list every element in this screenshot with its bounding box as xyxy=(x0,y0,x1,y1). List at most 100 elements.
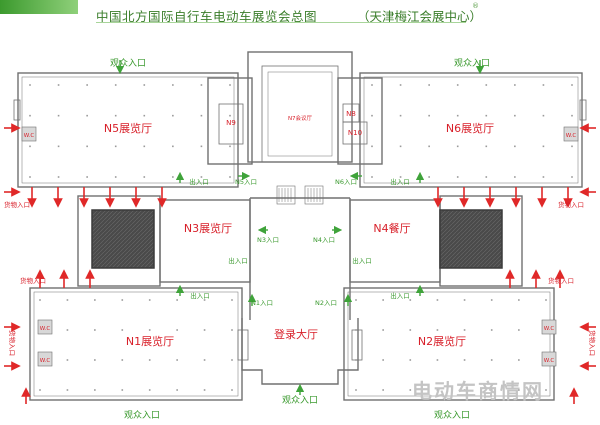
n10-room-wall xyxy=(342,121,368,145)
structural-column xyxy=(200,84,203,86)
exit-label: 出入口 xyxy=(228,256,248,265)
structural-column xyxy=(518,359,520,361)
structural-column xyxy=(114,145,117,148)
registered-mark: ® xyxy=(472,2,479,10)
structural-column xyxy=(436,359,439,361)
structural-column xyxy=(514,84,516,86)
structural-column xyxy=(485,145,488,148)
structural-column xyxy=(57,84,60,86)
n10-room-label: N10 xyxy=(348,129,362,137)
wc-label: W.C xyxy=(24,133,35,139)
lobby-stair-right xyxy=(351,329,363,361)
structural-column xyxy=(436,329,439,331)
wc-n2-lower xyxy=(541,351,557,367)
structural-column xyxy=(172,84,174,86)
wc-n2-upper xyxy=(541,319,557,335)
structural-column xyxy=(231,329,233,331)
structural-column xyxy=(518,299,520,301)
structural-column xyxy=(545,389,547,391)
wc-label: W.C xyxy=(40,358,51,364)
structural-column xyxy=(436,299,439,301)
cargo-entrance-label: 货物入口 xyxy=(548,276,574,285)
n3-entrance-label: N3入口 xyxy=(257,236,279,244)
structural-column xyxy=(409,299,412,301)
structural-column xyxy=(542,84,545,86)
wc-label: W.C xyxy=(40,326,51,332)
exit-label: 出入口 xyxy=(190,291,210,300)
structural-column xyxy=(463,299,466,301)
cargo-entrance-label: 货物入口 xyxy=(558,200,584,209)
n3-hall-label: N3展览厅 xyxy=(184,221,232,235)
left-wing-wall xyxy=(77,195,161,287)
structural-column xyxy=(456,145,459,148)
structural-column xyxy=(200,114,203,117)
structural-column xyxy=(456,114,459,117)
n7-hall-inner-wall xyxy=(267,71,333,157)
structural-column xyxy=(121,389,124,391)
structural-column xyxy=(121,329,124,331)
structural-column xyxy=(229,114,231,117)
structural-column xyxy=(428,84,430,86)
header-divider xyxy=(96,22,466,23)
structural-column xyxy=(172,145,174,148)
structural-column xyxy=(39,389,41,391)
cargo-entrance-label: 货物入口 xyxy=(8,330,17,356)
structural-column xyxy=(514,145,516,148)
cargo-entrance-label: 货物入口 xyxy=(4,200,30,209)
structural-column xyxy=(148,359,151,361)
structural-column xyxy=(399,114,402,117)
structural-column xyxy=(66,359,69,361)
n9-block-wall xyxy=(207,77,253,165)
structural-column xyxy=(94,299,96,301)
structural-column xyxy=(518,389,520,391)
structural-column xyxy=(571,84,573,86)
structural-column xyxy=(114,114,117,117)
structural-column xyxy=(143,145,146,148)
structural-column xyxy=(57,114,60,117)
n4-hall-label: N4餐厅 xyxy=(373,221,410,235)
structural-column xyxy=(463,359,466,361)
lobby-label: 登录大厅 xyxy=(274,327,318,341)
structural-column xyxy=(463,389,466,391)
n1-hall-label: N1展览厅 xyxy=(126,334,174,348)
structural-column xyxy=(66,329,69,331)
structural-column xyxy=(114,176,117,178)
n7-hall-label: N7会议厅 xyxy=(288,114,313,122)
structural-column xyxy=(172,176,174,178)
header-accent-bar xyxy=(0,0,78,14)
wc-n5 xyxy=(21,126,37,142)
n2-hall-inner-wall xyxy=(347,291,551,397)
structural-column xyxy=(355,389,357,391)
structural-column xyxy=(94,389,96,391)
structural-column xyxy=(176,389,178,391)
structural-column xyxy=(542,176,545,178)
audience-entrance-sw-label: 观众入口 xyxy=(124,410,160,421)
n4-hall-wall xyxy=(349,199,441,283)
structural-column xyxy=(490,299,493,301)
map-subtitle: （天津梅江会展中心） xyxy=(357,9,483,24)
structural-column xyxy=(355,299,357,301)
structural-column xyxy=(229,176,231,178)
right-courtyard xyxy=(439,209,503,269)
structural-column xyxy=(382,389,384,391)
structural-column xyxy=(29,176,31,178)
structural-column xyxy=(94,329,96,331)
structural-column xyxy=(66,389,69,391)
structural-column xyxy=(121,359,124,361)
structural-column xyxy=(399,84,402,86)
structural-column xyxy=(490,389,493,391)
structural-column xyxy=(518,329,520,331)
structural-column xyxy=(371,145,373,148)
exit-label: 出入口 xyxy=(352,256,372,265)
structural-column xyxy=(203,329,206,331)
wc-label: W.C xyxy=(544,326,555,332)
wc-n6 xyxy=(563,126,579,142)
wc-n1-lower xyxy=(37,351,53,367)
n2-hall-label: N2展览厅 xyxy=(418,334,466,348)
column-grid xyxy=(29,84,573,391)
structural-column xyxy=(399,176,402,178)
structural-column xyxy=(86,145,88,148)
structural-column xyxy=(371,84,373,86)
cargo-arrows xyxy=(4,123,596,404)
